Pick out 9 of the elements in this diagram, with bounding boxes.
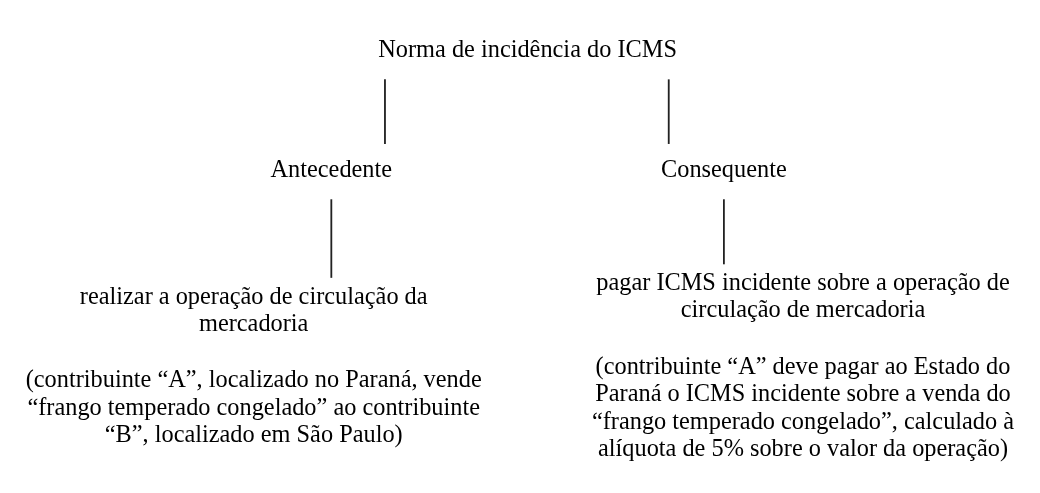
node-text: Consequente (661, 154, 787, 182)
connector (667, 77, 670, 145)
connector (384, 77, 386, 145)
node-text: realizar a operação de circulação da mercadoria (contribuinte “A”, localizado no Paraná, vende “frango temperado congelado” ao contribuinte “B”, localizado em São Paulo) (25, 281, 482, 447)
node-text: Norma de incidência do ICMS (378, 34, 677, 62)
node-text: Antecedente (270, 154, 393, 182)
connector (330, 197, 333, 279)
connector (722, 197, 725, 265)
node-text: pagar ICMS incidente sobre a operação de circulação de mercadoria (contribuinte “A” deve pagar ao Estado do Paraná o ICMS incidente sobre a venda do “frango temperado congelado”, calculado à alíquota de 5% sobre o valor da operação) (591, 267, 1015, 461)
